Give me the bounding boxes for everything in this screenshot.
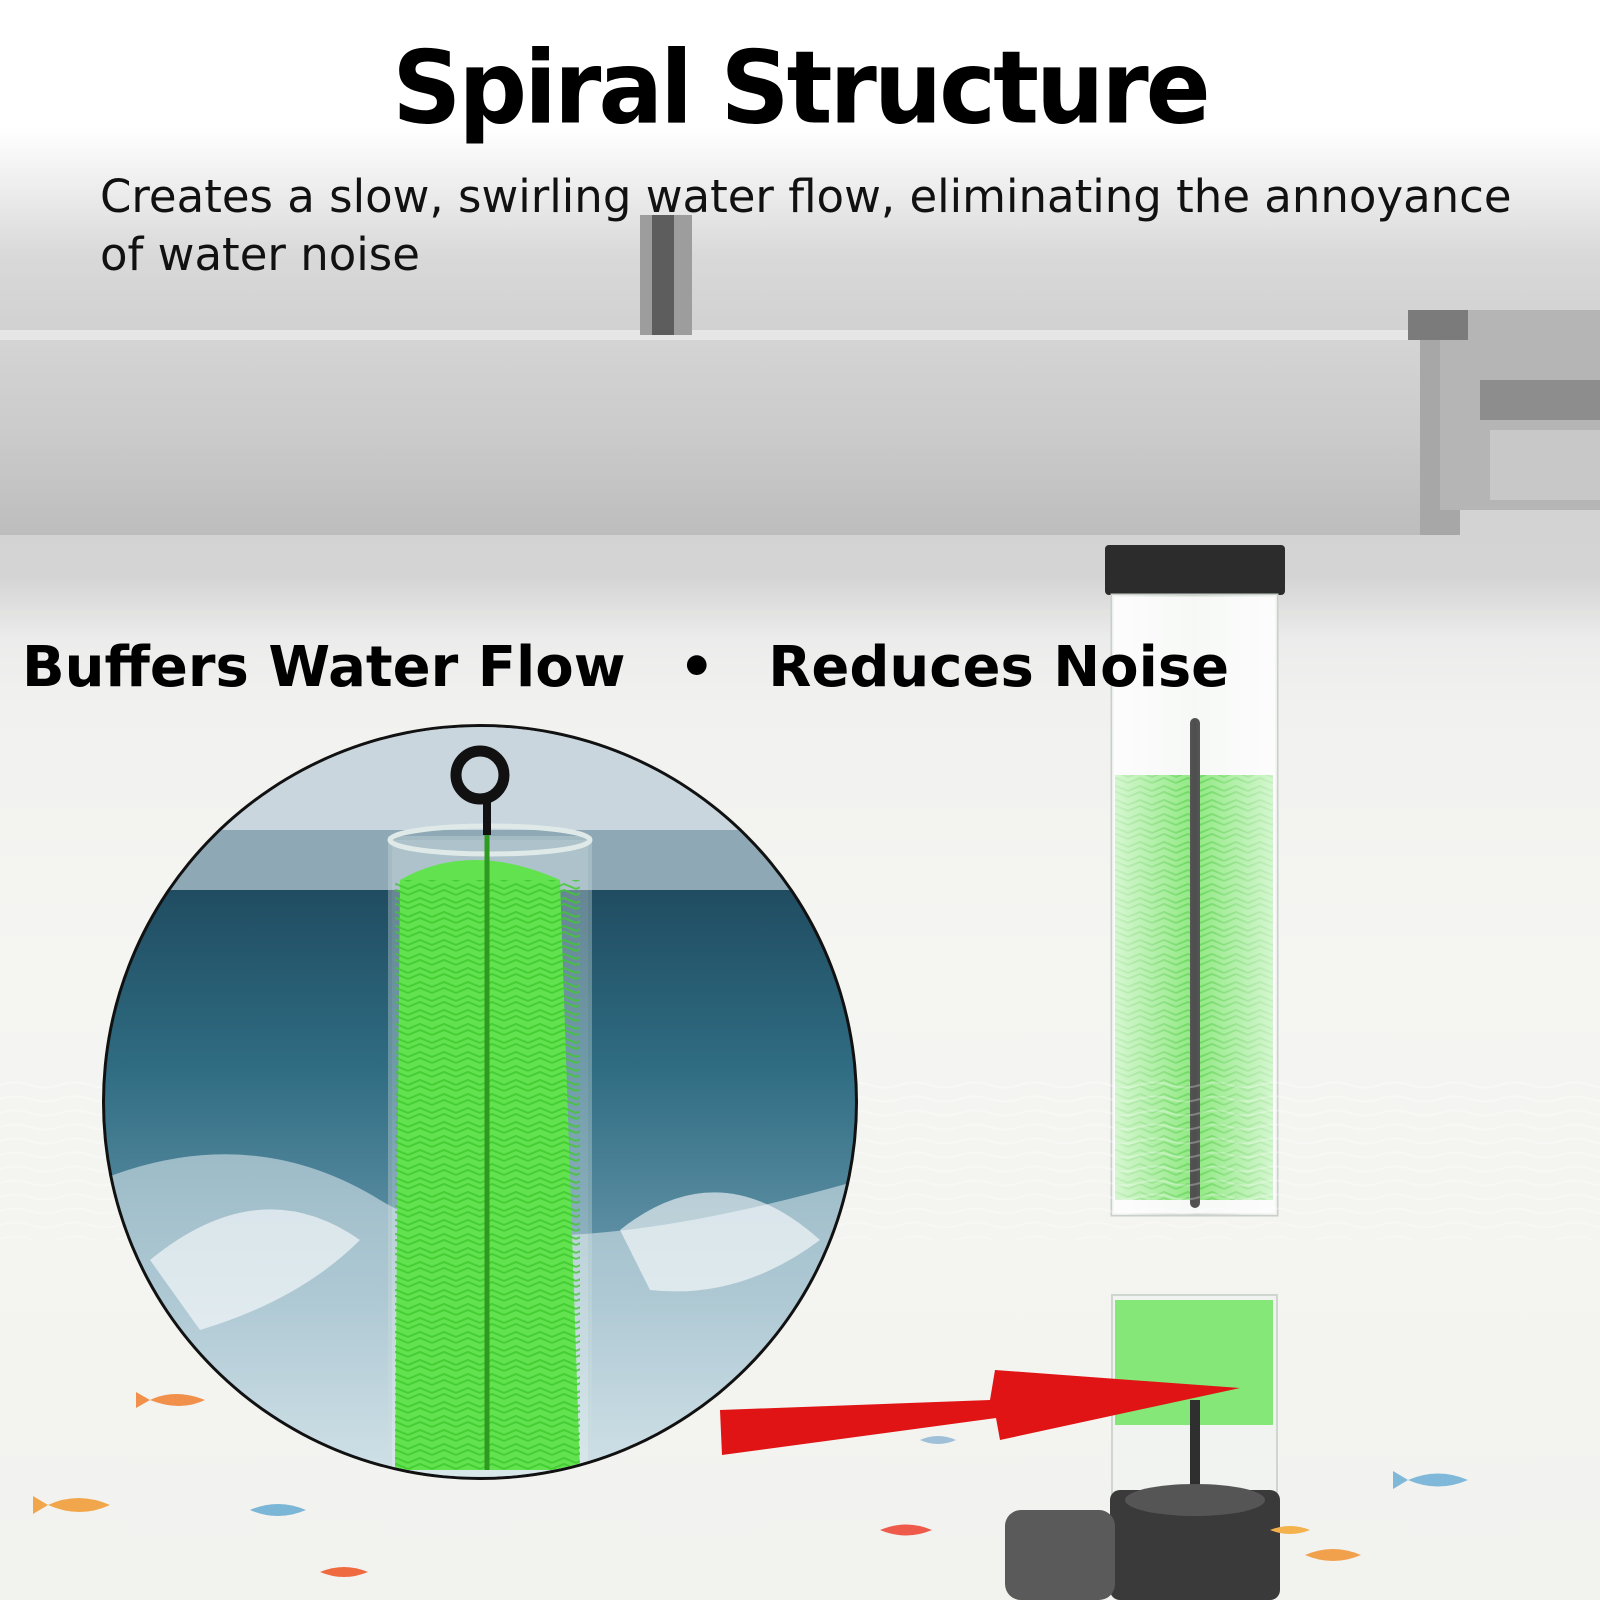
feature-list: Buffers Water Flow • Reduces Noise xyxy=(22,640,1229,696)
feature-separator: • xyxy=(678,635,715,700)
brush-closeup-inset xyxy=(102,724,858,1480)
feature-buffers-water-flow: Buffers Water Flow xyxy=(22,635,626,700)
filter-tube-right xyxy=(1005,545,1285,1600)
page-title: Spiral Structure xyxy=(392,29,1211,147)
feature-reduces-noise: Reduces Noise xyxy=(768,635,1230,700)
fish-icon xyxy=(33,1392,1468,1577)
subtitle: Creates a slow, swirling water flow, eli… xyxy=(100,170,1512,281)
red-arrow-icon xyxy=(720,1370,1240,1455)
